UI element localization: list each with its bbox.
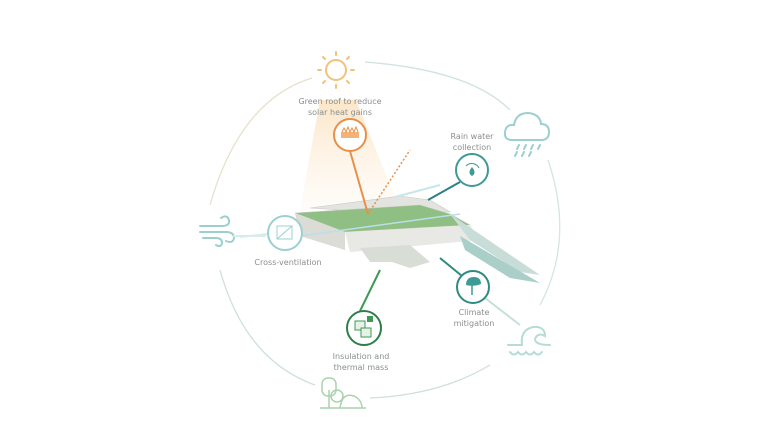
cloud-rain-icon [503, 111, 551, 157]
tree-climate-icon [456, 270, 490, 304]
water-cycle-icon [455, 153, 489, 187]
insulation-icon [346, 310, 382, 346]
label-line: thermal mass [333, 363, 389, 372]
green-roof-icon [333, 118, 367, 152]
insulation-label: Insulation and thermal mass [333, 351, 390, 373]
cycle-arrows [209, 61, 561, 399]
building-illustration [294, 184, 540, 283]
wave-icon [507, 325, 551, 356]
label-line: Climate [458, 308, 490, 317]
ventilation-icon [267, 215, 303, 251]
climate-mitigation-label: Climate mitigation [454, 307, 495, 329]
label-line: Green roof to reduce [298, 97, 382, 106]
cross-ventilation-label: Cross-ventilation [254, 258, 322, 267]
rain-water-label: Rain water collection [451, 131, 494, 153]
label-line: mitigation [453, 319, 495, 328]
sunlight-beam [300, 100, 400, 210]
wind-icon [199, 215, 266, 248]
label-line: solar heat gains [307, 108, 373, 117]
label-line: Insulation and [332, 352, 390, 361]
label-line: collection [452, 143, 492, 152]
sun-icon [317, 51, 355, 89]
green-roof-label: Green roof to reduce solar heat gains [298, 96, 381, 118]
label-line: Rain water [450, 132, 494, 141]
trees-icon [320, 377, 366, 409]
